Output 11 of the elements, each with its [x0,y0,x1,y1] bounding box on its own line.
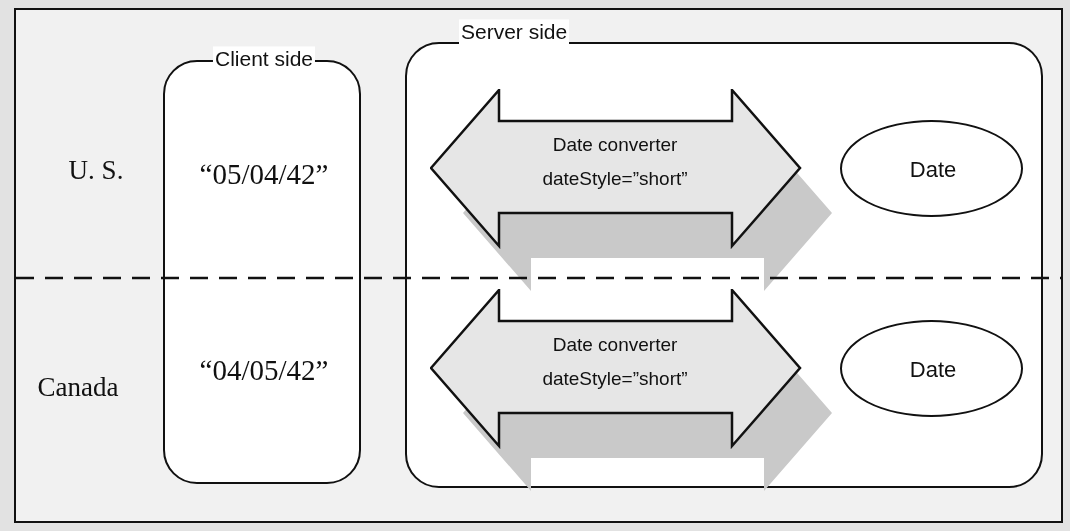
value-text: Date [909,157,957,183]
value-text: “05/04/42” [199,157,329,191]
converter-label: dateStyle=”short” [542,368,688,390]
row-label: Canada [37,371,119,403]
row-label: U. S. [68,154,124,186]
converter-label: dateStyle=”short” [542,168,688,190]
panel-heading: Server side [459,19,570,45]
converter-label: Date converter [552,334,678,356]
value-text: “04/05/42” [199,353,329,387]
converter-label: Date converter [552,134,678,156]
value-text: Date [909,357,957,383]
